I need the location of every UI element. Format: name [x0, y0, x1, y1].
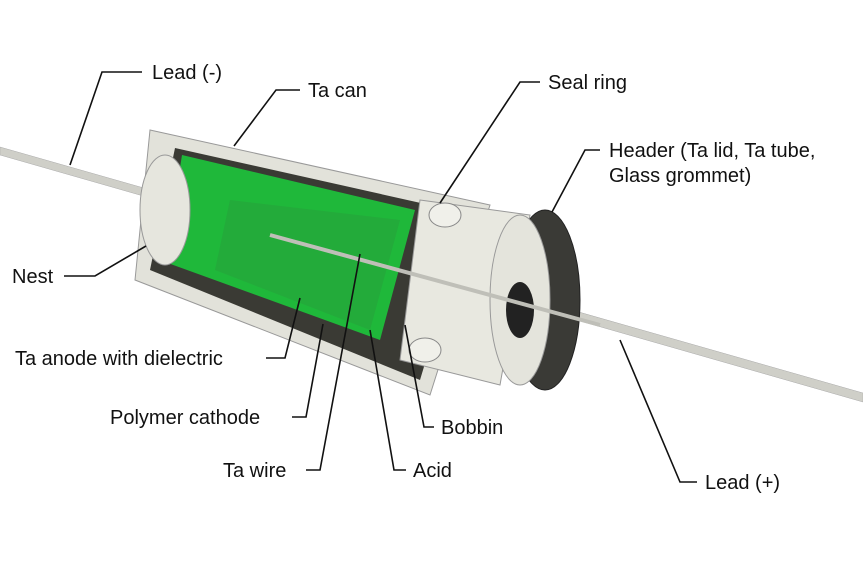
label-ta-wire: Ta wire: [223, 460, 286, 482]
label-ta-can: Ta can: [308, 80, 367, 102]
label-lead-pos: Lead (+): [705, 472, 780, 494]
leader-seal-ring: [439, 81, 540, 204]
label-seal-ring: Seal ring: [548, 72, 627, 94]
label-acid: Acid: [413, 460, 452, 482]
leader-polymer-cathode: [292, 323, 324, 418]
label-header-1: Header (Ta lid, Ta tube,: [609, 140, 815, 162]
leader-bobbin: [404, 324, 434, 428]
glass-grommet: [506, 282, 534, 338]
seal-ring: [428, 202, 462, 228]
label-ta-anode: Ta anode with dielectric: [15, 348, 223, 370]
nest: [139, 154, 191, 266]
label-header-2: Glass grommet): [609, 165, 751, 187]
label-bobbin: Bobbin: [441, 417, 503, 439]
leader-ta-anode: [266, 297, 301, 359]
leader-ta-wire: [306, 253, 361, 471]
label-lead-neg: Lead (-): [152, 62, 222, 84]
leader-lead-pos: [619, 339, 697, 483]
ta-wire: [269, 233, 601, 327]
leader-ta-can: [233, 89, 300, 147]
leader-nest: [64, 245, 147, 277]
label-polymer-cathode: Polymer cathode: [110, 407, 260, 429]
polymer-cathode: [215, 200, 400, 330]
leader-header: [551, 149, 600, 213]
seal-ring-lower: [408, 337, 442, 363]
label-nest: Nest: [12, 266, 54, 288]
leader-acid: [369, 329, 406, 471]
leader-lead-neg: [69, 71, 142, 166]
